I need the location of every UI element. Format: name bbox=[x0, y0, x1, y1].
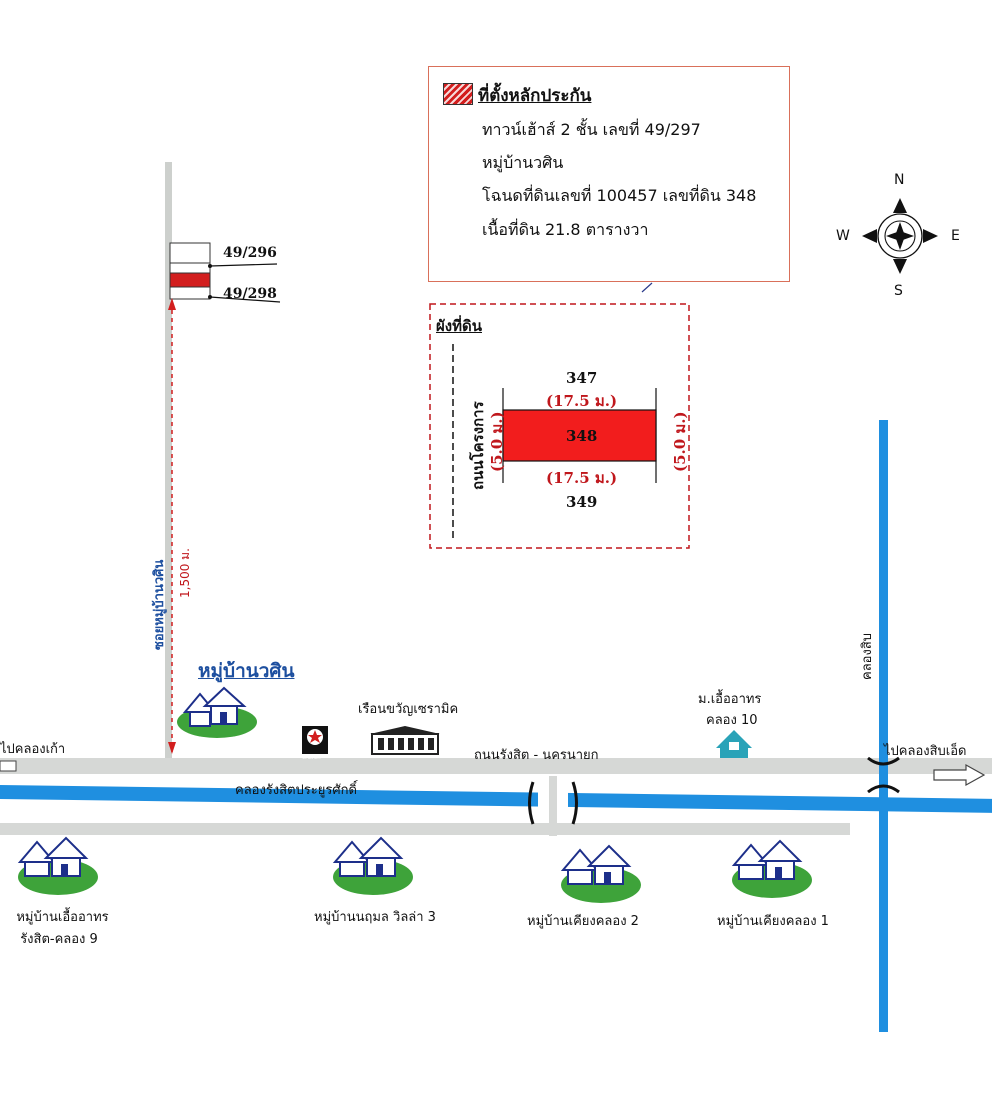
top-dimension: (17.5 ม.) bbox=[546, 392, 618, 410]
main-canal bbox=[0, 785, 992, 813]
plan-box bbox=[429, 303, 690, 549]
lot-above-label: 347 bbox=[566, 369, 598, 387]
right-dimension: (5.0 ม.) bbox=[671, 411, 689, 472]
left-dimension: (5.0 ม.) bbox=[488, 411, 506, 472]
caltex-label: CALTEX bbox=[302, 755, 321, 761]
bridge-right bbox=[571, 781, 578, 825]
legend-swatch bbox=[443, 83, 473, 105]
village-title: หมู่บ้านวศิน bbox=[198, 660, 295, 682]
lot-main-label: 348 bbox=[566, 427, 598, 445]
compass-s: S bbox=[894, 283, 903, 299]
lower-road bbox=[0, 823, 850, 835]
bottom-dimension: (17.5 ม.) bbox=[546, 469, 618, 487]
house-icon-3 bbox=[560, 844, 641, 903]
caltex-logo bbox=[302, 726, 328, 754]
canal-label: คลองรังสิตประยูรศักดิ์ bbox=[235, 783, 357, 798]
lot-below-label: 349 bbox=[566, 493, 598, 511]
to-left-label: ไปคลองเก้า bbox=[0, 742, 66, 757]
soi-road bbox=[165, 162, 172, 760]
side-soi bbox=[549, 776, 557, 836]
compass-rose bbox=[862, 198, 938, 274]
house-icon-wasin bbox=[177, 686, 257, 738]
canal-right-label: คลองสิบ bbox=[860, 632, 875, 680]
soi-label: ซอยหมู่บ้านวศิน bbox=[152, 559, 167, 650]
lot-348 bbox=[502, 409, 657, 462]
unit-lower-label: 49/298 bbox=[223, 286, 277, 302]
arrow-right bbox=[933, 763, 986, 787]
bridge-right-top bbox=[867, 756, 900, 766]
info-title: ที่ตั้งหลักประกัน bbox=[478, 86, 592, 106]
house-icon-4 bbox=[731, 839, 812, 898]
plan-title: ผังที่ดิน bbox=[436, 317, 482, 335]
house-label-2: หมู่บ้านนฤมล วิลล่า 3 bbox=[314, 910, 436, 925]
info-line-house: ทาวน์เฮ้าส์ 2 ชั้น เลขที่ 49/297 bbox=[482, 120, 701, 139]
house-icon-2 bbox=[332, 836, 413, 895]
shop-label: เรือนขวัญเซรามิค bbox=[358, 702, 459, 717]
compass-e: E bbox=[951, 228, 960, 244]
bridge-right-bottom bbox=[867, 784, 900, 794]
house-label-4: หมู่บ้านเคียงคลอง 1 bbox=[717, 914, 829, 929]
info-line-village: หมู่บ้านวศิน bbox=[482, 153, 564, 172]
unit-lower bbox=[169, 286, 211, 300]
house-label-1a: หมู่บ้านเอื้ออาทร bbox=[16, 910, 109, 925]
eua-arthorn-logo bbox=[716, 730, 752, 758]
unit-middle bbox=[169, 262, 211, 274]
house-label-3: หมู่บ้านเคียงคลอง 2 bbox=[527, 914, 639, 929]
unit-target bbox=[169, 272, 211, 288]
unit-upper-label: 49/296 bbox=[223, 245, 277, 261]
info-line-area: เนื้อที่ดิน 21.8 ตารางวา bbox=[482, 220, 649, 239]
info-box bbox=[428, 66, 790, 282]
arrow-left bbox=[0, 760, 17, 772]
eua-arthorn-label-1: ม.เอื้ออาทร bbox=[698, 692, 762, 707]
main-road-label: ถนนรังสิต - นครนายก bbox=[474, 748, 599, 763]
bridge-left bbox=[528, 781, 535, 825]
house-icon-1 bbox=[17, 836, 98, 895]
compass-w: W bbox=[836, 228, 850, 244]
main-road bbox=[0, 758, 992, 774]
info-line-deed: โฉนดที่ดินเลขที่ 100457 เลขที่ดิน 348 bbox=[482, 186, 757, 205]
shop-building-icon bbox=[370, 726, 440, 755]
compass-n: N bbox=[894, 172, 905, 188]
unit-upper bbox=[169, 242, 211, 264]
distance-label: 1,500 ม. bbox=[178, 548, 192, 598]
to-right-label: ไปคลองสิบเอ็ด bbox=[884, 744, 967, 759]
house-label-1b: รังสิต-คลอง 9 bbox=[20, 932, 98, 947]
eua-arthorn-label-2: คลอง 10 bbox=[706, 713, 758, 728]
right-canal bbox=[879, 420, 888, 1032]
